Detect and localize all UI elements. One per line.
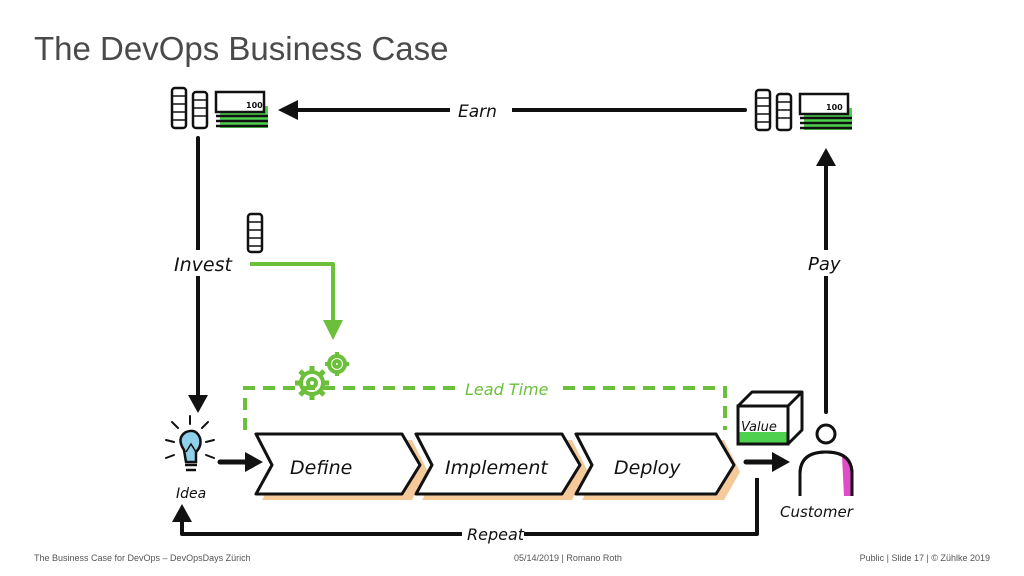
stage-implement-label: Implement bbox=[445, 457, 549, 479]
repeat-label: Repeat bbox=[467, 525, 525, 544]
customer-icon bbox=[798, 423, 854, 496]
value-label: Value bbox=[741, 420, 777, 435]
stage-define-label: Define bbox=[290, 457, 352, 479]
lead-time-label: Lead Time bbox=[465, 380, 549, 399]
invest-label: Invest bbox=[174, 254, 233, 276]
gears-icon bbox=[295, 352, 349, 400]
banknote-stack-icon: 100 bbox=[798, 92, 852, 130]
coin-stack-icon bbox=[191, 90, 209, 130]
stage-deploy: Deploy bbox=[574, 432, 740, 500]
customer-label: Customer bbox=[780, 503, 854, 521]
money-stack-right-icon: 100 bbox=[754, 88, 852, 132]
idea-label: Idea bbox=[176, 486, 206, 502]
money-stack-left-icon: 100 bbox=[170, 86, 268, 130]
lightbulb-icon bbox=[165, 415, 215, 472]
footer-center-text: 05/14/2019 | Romano Roth bbox=[514, 553, 622, 563]
coin-stack-icon bbox=[754, 88, 772, 132]
invest-arrow: Invest bbox=[170, 136, 236, 413]
banknote-stack-icon: 100 bbox=[214, 90, 268, 128]
idea-to-define-arrow bbox=[217, 452, 263, 472]
deploy-to-customer-arrow bbox=[743, 452, 790, 472]
value-box-icon: Value bbox=[736, 390, 804, 446]
footer-right-text: Public | Slide 17 | © Zühlke 2019 bbox=[859, 553, 990, 563]
slide-title: The DevOps Business Case bbox=[34, 30, 449, 67]
money-note-label: 100 bbox=[826, 103, 843, 112]
coin-stack-icon bbox=[775, 92, 793, 132]
repeat-arrow: Repeat bbox=[172, 478, 759, 546]
footer-left-text: The Business Case for DevOps – DevOpsDay… bbox=[34, 553, 251, 563]
coin-stack-icon bbox=[170, 86, 188, 130]
earn-arrow: Earn bbox=[278, 98, 747, 122]
investment-coin-icon bbox=[246, 212, 264, 254]
pay-label: Pay bbox=[808, 254, 841, 275]
investment-arrow bbox=[250, 262, 343, 340]
earn-label: Earn bbox=[458, 102, 497, 122]
pay-arrow: Pay bbox=[806, 148, 846, 414]
stage-deploy-label: Deploy bbox=[614, 457, 681, 479]
stage-define: Define bbox=[254, 432, 428, 500]
stage-implement: Implement bbox=[414, 432, 588, 500]
lead-time-bracket: Lead Time bbox=[243, 376, 727, 430]
money-note-label: 100 bbox=[246, 101, 263, 110]
